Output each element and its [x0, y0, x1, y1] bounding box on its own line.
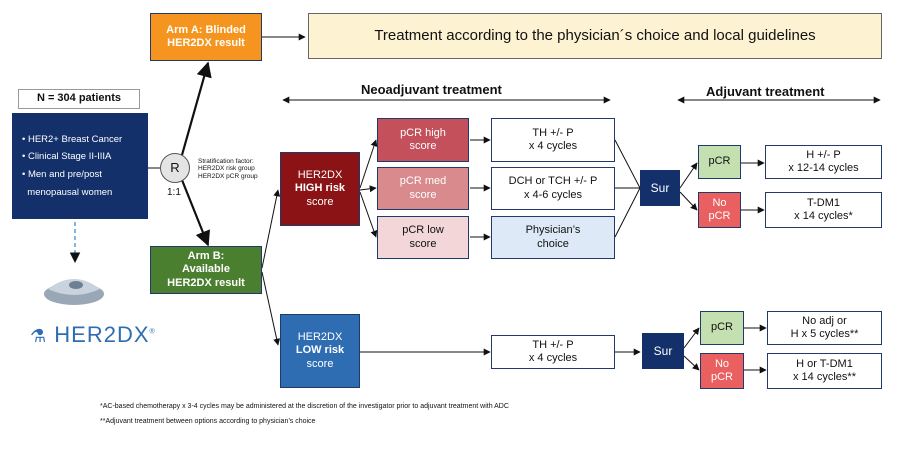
her2dx-logo: ⚗ HER2DX®	[30, 322, 156, 347]
adjuvant-label: Adjuvant treatment	[706, 84, 825, 99]
her2dx-device-image	[44, 279, 104, 305]
randomization-ratio: 1:1	[167, 187, 181, 198]
criteria-item: • HER2+ Breast Cancer	[22, 133, 123, 145]
patient-criteria-box: • HER2+ Breast Cancer • Clinical Stage I…	[12, 113, 148, 219]
criteria-item: menopausal women	[27, 186, 113, 198]
footnote-2: **Adjuvant treatment between options acc…	[100, 418, 316, 425]
criteria-item: • Clinical Stage II-IIIA	[22, 151, 112, 163]
surgery-box-high: Sur	[640, 170, 680, 206]
low-pcr-box: pCR	[700, 311, 744, 345]
arm-a-treatment-box: Treatment according to the physician´s c…	[308, 13, 882, 59]
patient-count-label: N = 304 patients	[18, 89, 140, 109]
high-pcr-box: pCR	[698, 145, 741, 179]
criteria-item: • Men and pre/post	[22, 169, 102, 180]
randomization-node: R	[160, 153, 190, 183]
logo-mark-icon: ⚗	[30, 326, 48, 346]
neoadjuvant-label: Neoadjuvant treatment	[361, 82, 502, 97]
footnote-1: *AC-based chemotherapy x 3-4 cycles may …	[100, 403, 509, 410]
surgery-box-low: Sur	[642, 333, 684, 369]
stratification-text: Stratification factor: HER2DX risk group…	[198, 158, 258, 180]
